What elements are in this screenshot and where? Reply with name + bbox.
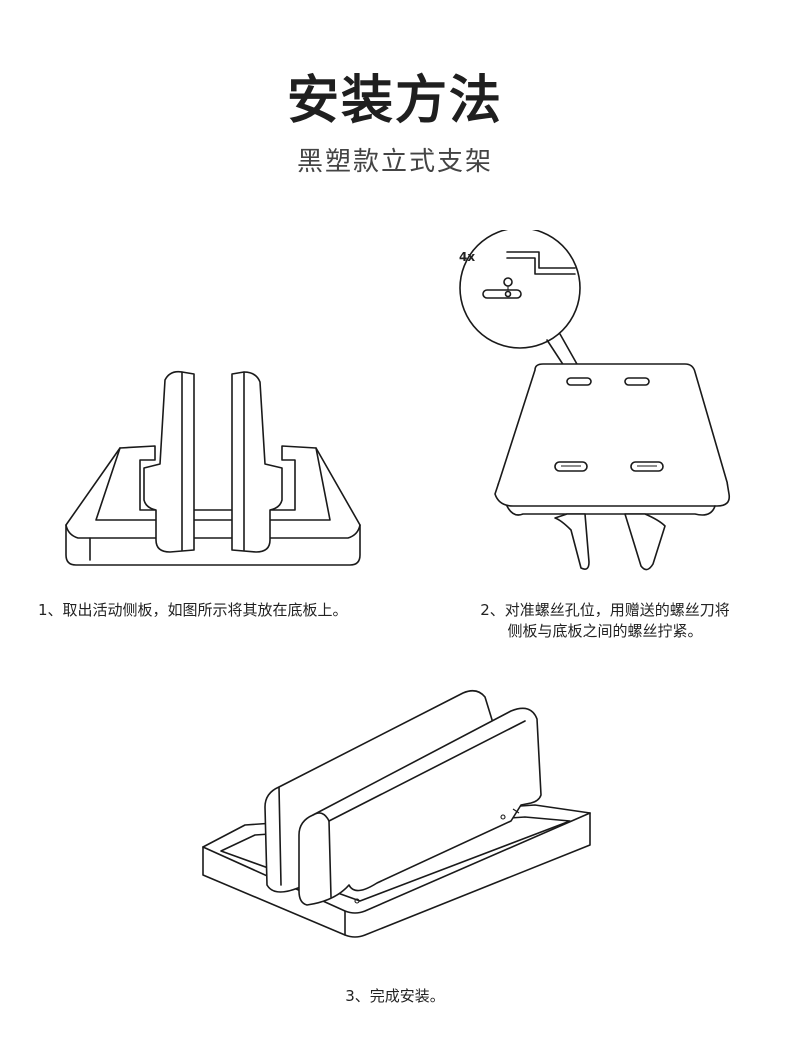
- magnifier-callout: [459, 230, 581, 349]
- screw-icon: [503, 277, 513, 292]
- step1-illustration: [60, 360, 380, 580]
- allen-key-icon: [506, 251, 576, 269]
- step3-caption: 3、完成安装。: [345, 987, 445, 1005]
- step2-caption: 2、对准螺丝孔位，用赠送的螺丝刀将 侧板与底板之间的螺丝拧紧。: [440, 600, 770, 642]
- step2-caption-line2: 侧板与底板之间的螺丝拧紧。: [507, 622, 703, 640]
- page-subtitle: 黑塑款立式支架: [296, 147, 493, 177]
- stand-base-illustration: [65, 445, 361, 566]
- screw-count-label: 4x: [459, 250, 476, 264]
- step2-caption-line1: 2、对准螺丝孔位，用赠送的螺丝刀将: [480, 601, 730, 619]
- step1-caption: 1、取出活动侧板，如图所示将其放在底板上。: [38, 601, 348, 619]
- page-title: 安装方法: [286, 71, 503, 131]
- step2-illustration: [455, 230, 765, 590]
- step3-illustration: [195, 685, 600, 945]
